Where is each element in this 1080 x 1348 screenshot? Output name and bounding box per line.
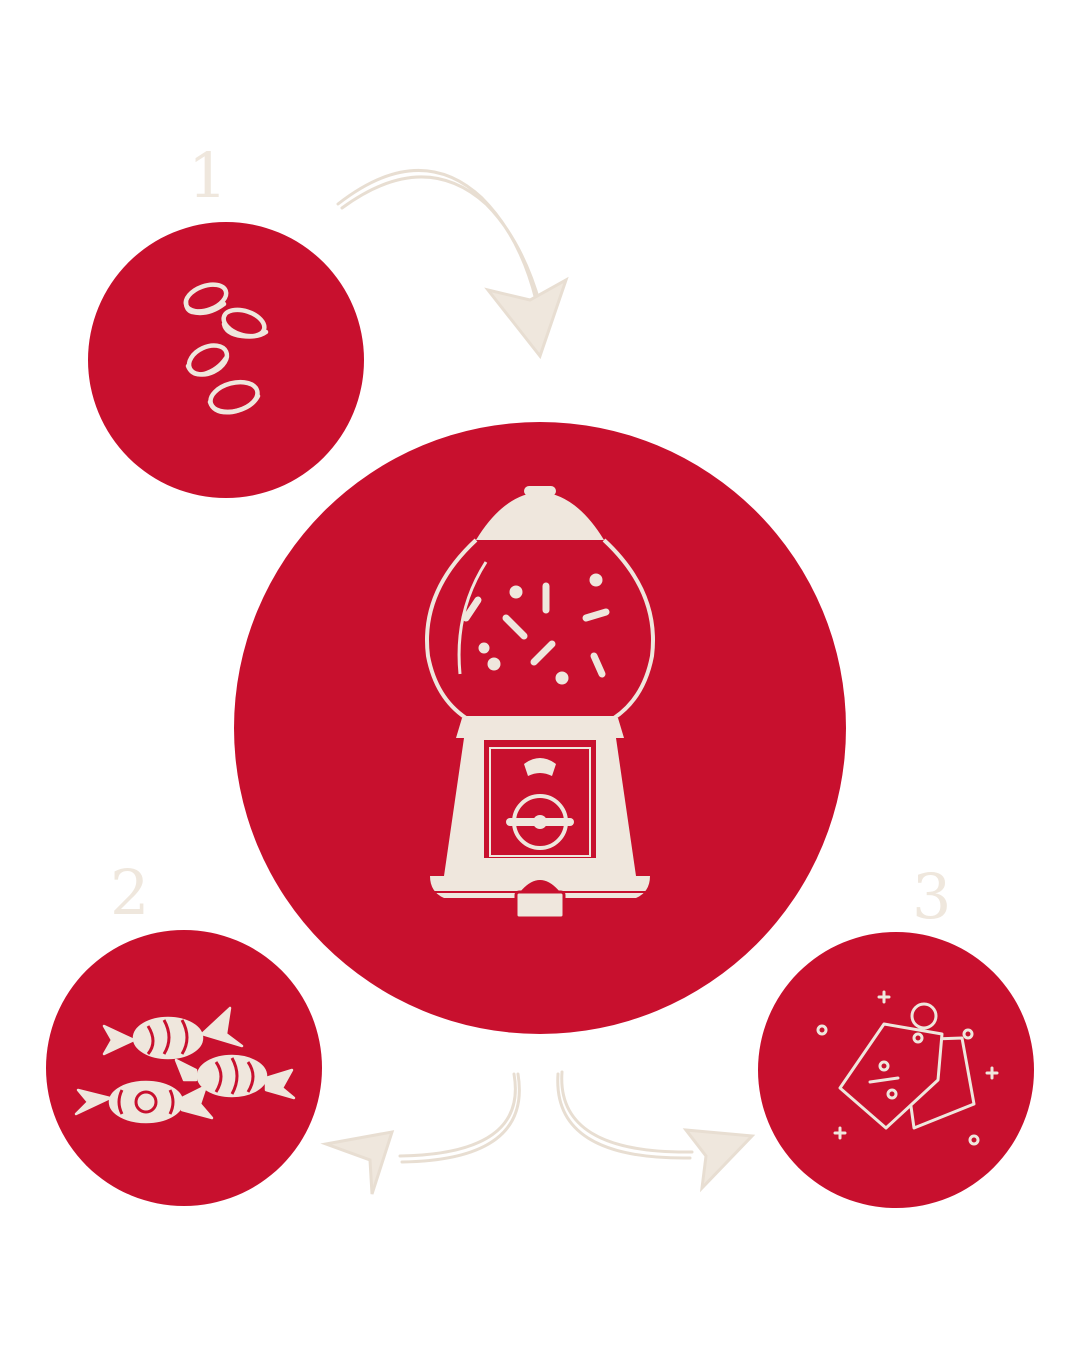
step-1-number: 1 <box>188 139 228 212</box>
center-circle <box>234 422 846 1034</box>
gumball-machine-icon <box>425 486 655 920</box>
step-3-circle <box>758 932 1034 1208</box>
price-tags-icon <box>816 990 999 1146</box>
step-1-circle <box>88 222 364 498</box>
step-3-number: 3 <box>912 860 952 933</box>
step-2-number: 2 <box>110 856 150 929</box>
step-2-circle <box>46 930 322 1206</box>
candies-icon <box>74 1006 296 1124</box>
coins-icon <box>183 282 269 415</box>
